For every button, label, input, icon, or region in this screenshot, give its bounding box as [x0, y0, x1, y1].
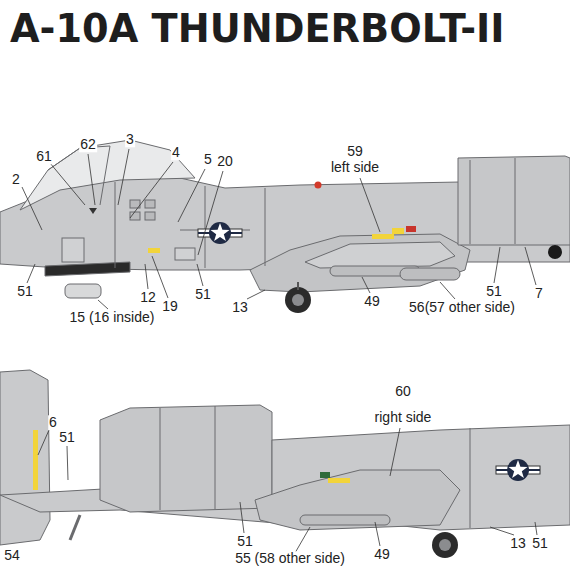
callout-number: 20	[216, 154, 234, 169]
callout-number: 60	[394, 384, 412, 399]
note: left side	[330, 160, 380, 175]
callout-number: 51	[531, 536, 549, 551]
callout-number: 51	[194, 287, 212, 302]
callout-number: 4	[171, 145, 181, 160]
callout-number: 12	[139, 290, 157, 305]
note: right side	[374, 410, 433, 425]
callout-number: 62	[79, 137, 97, 152]
callout-number: 7	[534, 286, 544, 301]
callout-number: 5	[203, 152, 213, 167]
callout-number: 61	[35, 149, 53, 164]
callout-number: 51	[485, 284, 503, 299]
callout-number: 19	[161, 299, 179, 314]
callout-number: 2	[11, 172, 21, 187]
callout-number: 54	[3, 548, 21, 563]
callout-number: 6	[48, 415, 58, 430]
callout-number: 13	[231, 300, 249, 315]
callout-number: 49	[373, 547, 391, 562]
callout-number: 51	[16, 284, 34, 299]
title: A-10A THUNDERBOLT-II	[10, 8, 504, 50]
callout-number: 49	[363, 294, 381, 309]
callout-number: 13	[509, 536, 527, 551]
callout-number: 59	[346, 144, 364, 159]
note: 15 (16 inside)	[69, 310, 156, 325]
note: 55 (58 other side)	[234, 552, 346, 567]
callout-number: 51	[236, 534, 254, 549]
callout-number: 3	[125, 132, 135, 147]
note: 56(57 other side)	[408, 300, 516, 315]
callout-number: 51	[58, 430, 76, 445]
leader-lines	[22, 149, 537, 553]
